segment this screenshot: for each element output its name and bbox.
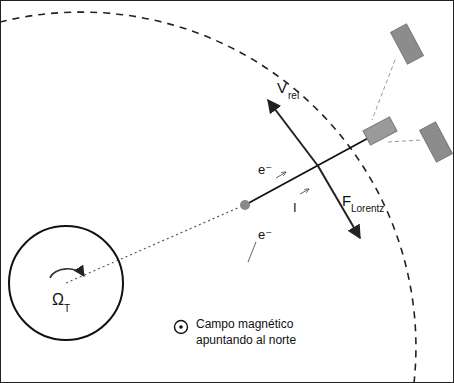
field-symbol — [175, 321, 188, 334]
legend-text: Campo magnético apuntando al norte — [196, 317, 326, 348]
vector-subscript: rel — [288, 91, 299, 101]
orbit — [0, 12, 416, 383]
earth-line — [66, 207, 240, 283]
electron-label: e⁻ — [258, 228, 272, 241]
rotation-subscript: T — [64, 304, 70, 314]
endmass — [240, 200, 250, 210]
rotation-symbol: Ω — [52, 292, 64, 308]
velocity-arrow — [268, 100, 318, 166]
current-arrow — [300, 189, 309, 194]
vector-name: F — [342, 193, 351, 208]
solar-panel — [391, 24, 424, 64]
electron-arrow — [276, 172, 286, 178]
panel-link — [388, 140, 422, 142]
satellite-body — [363, 117, 397, 145]
force-arrow — [318, 166, 360, 238]
vector-name: V — [277, 80, 287, 95]
vector-subscript: Lorentz — [351, 204, 384, 214]
solar-panel — [420, 122, 453, 162]
current-label: I — [293, 201, 297, 214]
electron-label: e⁻ — [258, 163, 272, 176]
panel-link — [372, 60, 395, 120]
electron-mark — [248, 242, 256, 262]
rotation-arrow — [50, 269, 84, 278]
tether — [245, 136, 372, 205]
